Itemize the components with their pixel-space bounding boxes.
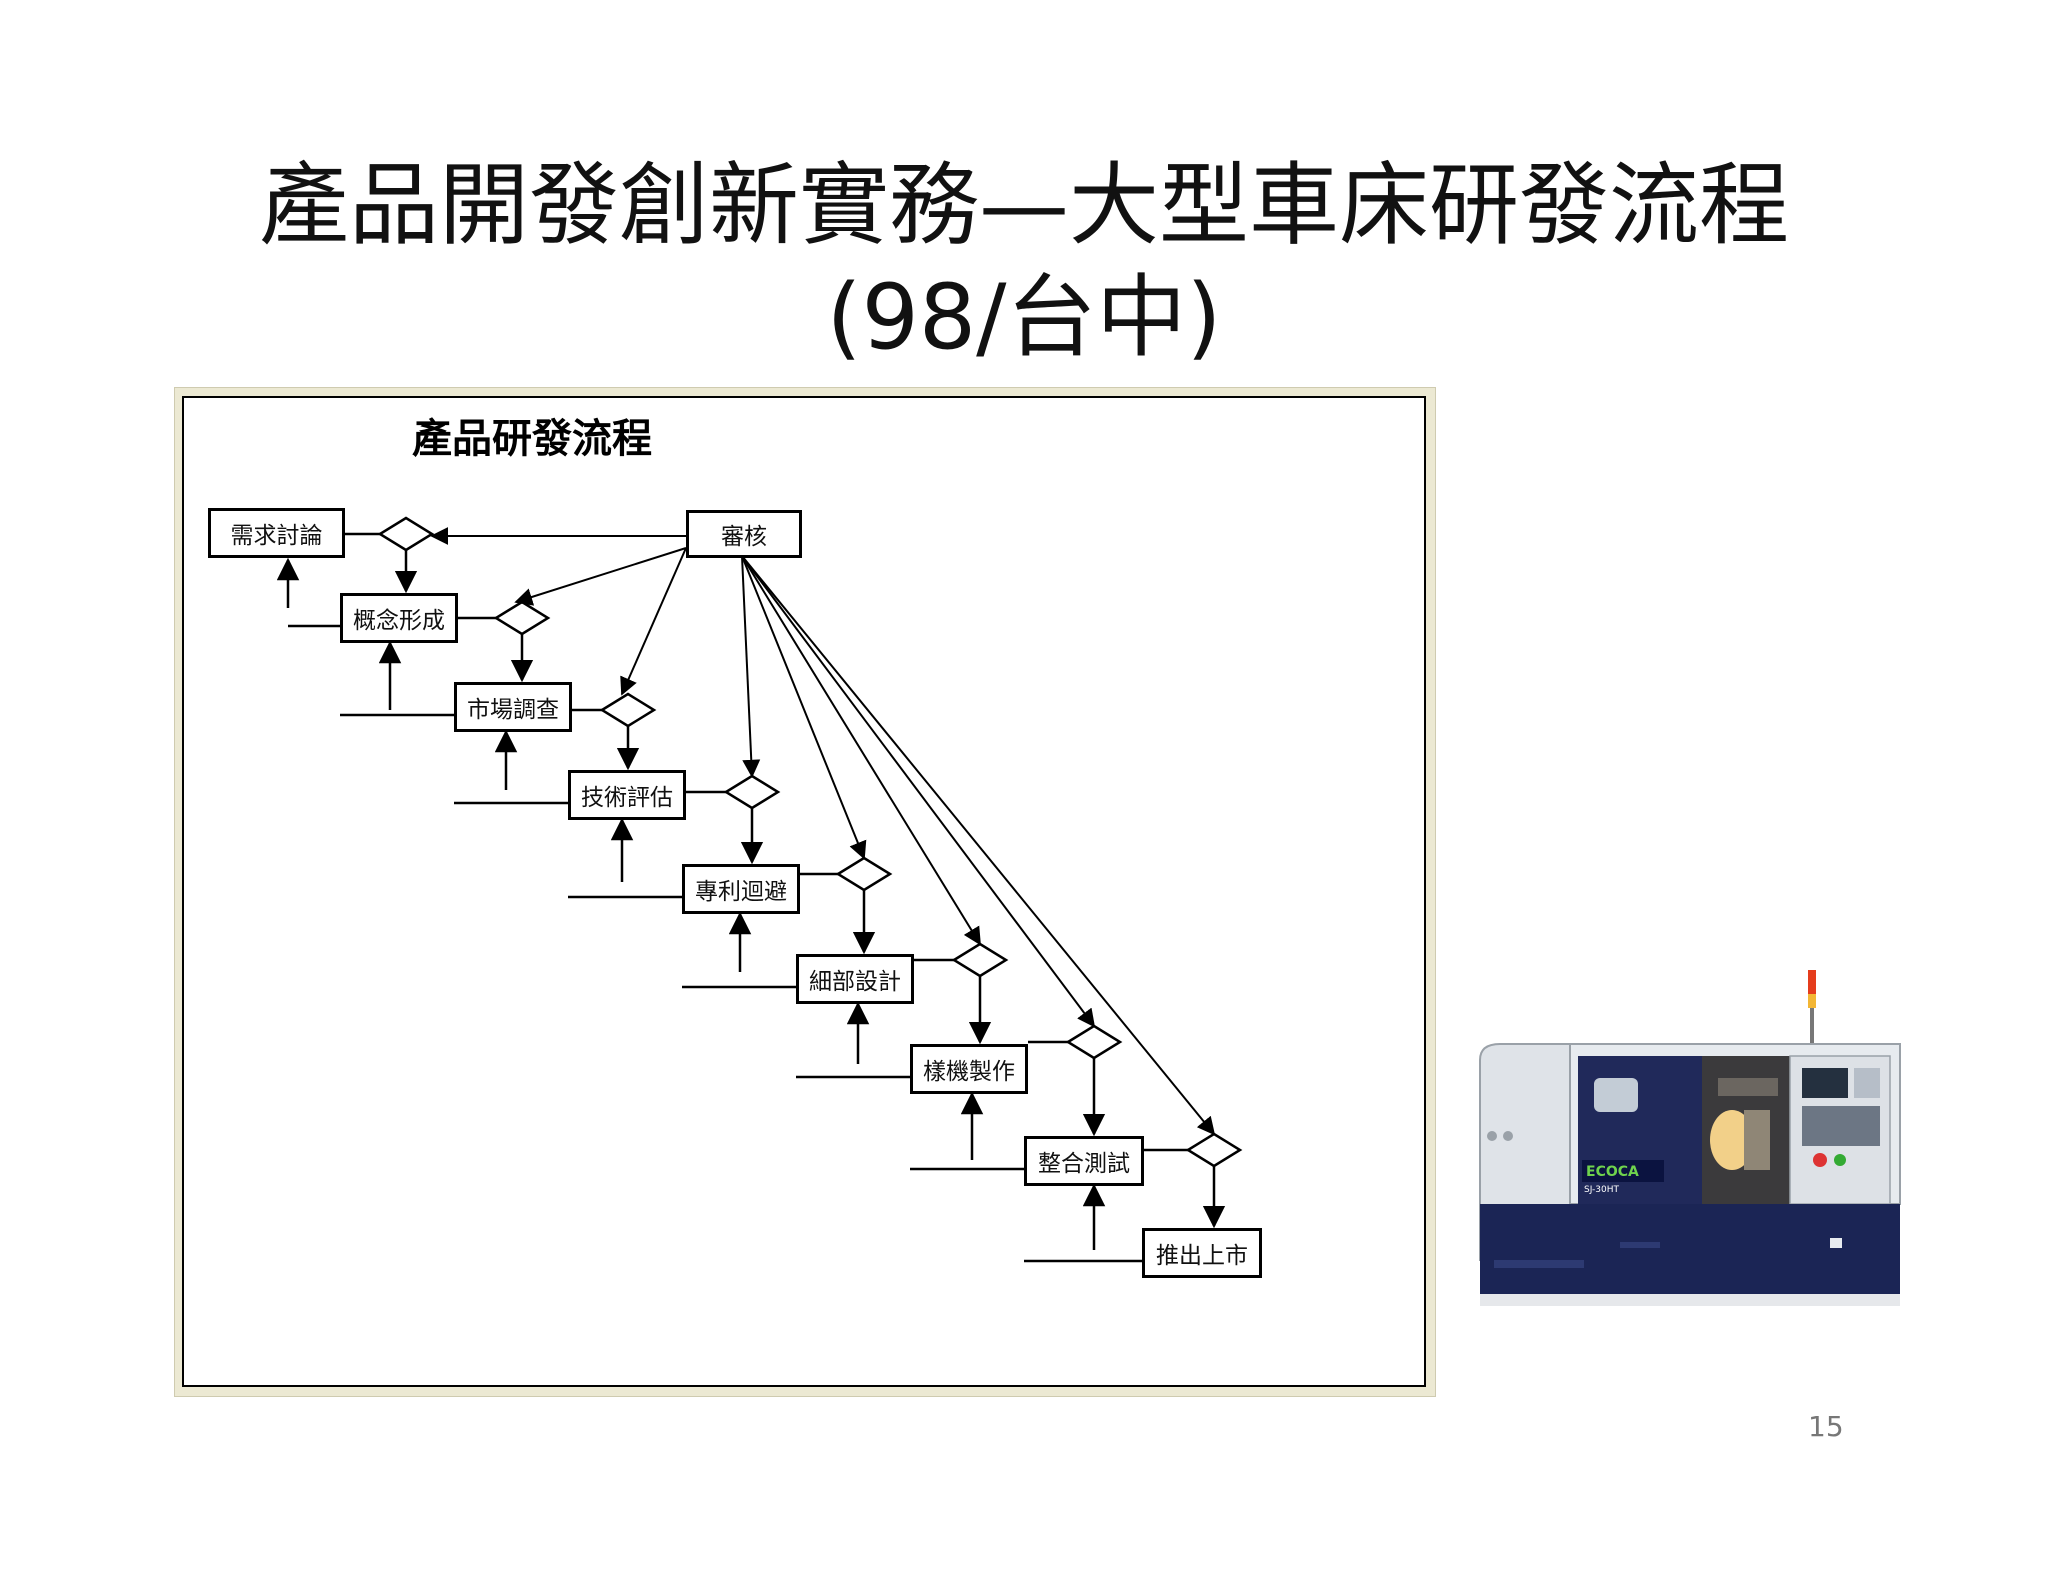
decision-diamond-7 [1068,1026,1120,1058]
node-review-label: 審核 [721,517,767,551]
decision-diamond-3 [602,694,654,726]
node-step-4: 技術評估 [568,770,686,820]
review-to-decision-2 [516,548,686,602]
decision-diamond-5 [838,858,890,890]
node-step-label: 市場調查 [467,690,559,724]
node-step-label: 概念形成 [353,601,445,635]
review-to-decision-5 [742,556,864,858]
node-step-3: 市場調查 [454,682,572,732]
node-review: 審核 [686,510,802,558]
node-step-label: 樣機製作 [923,1052,1015,1086]
node-step-label: 推出上市 [1156,1236,1248,1270]
node-step-5: 專利迴避 [682,864,800,914]
decision-diamond-4 [726,776,778,808]
node-step-2: 概念形成 [340,593,458,643]
decision-diamond-2 [496,602,548,634]
review-to-decision-7 [742,556,1094,1026]
node-step-label: 細部設計 [809,962,901,996]
page-number: 15 [1808,1410,1844,1443]
node-step-label: 整合測試 [1038,1144,1130,1178]
node-step-8: 整合測試 [1024,1136,1144,1186]
machine-model-text: SJ-30HT [1584,1185,1620,1195]
lathe-machine-image: ECOCA SJ-30HT [1470,960,1920,1340]
node-step-label: 專利迴避 [695,872,787,906]
node-step-label: 需求討論 [231,516,323,550]
machine-brand-text: ECOCA [1586,1164,1639,1180]
node-step-label: 技術評估 [581,778,673,812]
decision-diamond-6 [954,944,1006,976]
decision-diamond-8 [1188,1134,1240,1166]
node-step-9: 推出上市 [1142,1228,1262,1278]
node-step-1: 需求討論 [208,508,345,558]
node-step-6: 細部設計 [796,954,914,1004]
decision-diamond-1 [380,518,432,550]
node-step-7: 樣機製作 [910,1044,1028,1094]
review-to-decision-3 [622,548,686,694]
review-to-decision-4 [742,556,752,776]
